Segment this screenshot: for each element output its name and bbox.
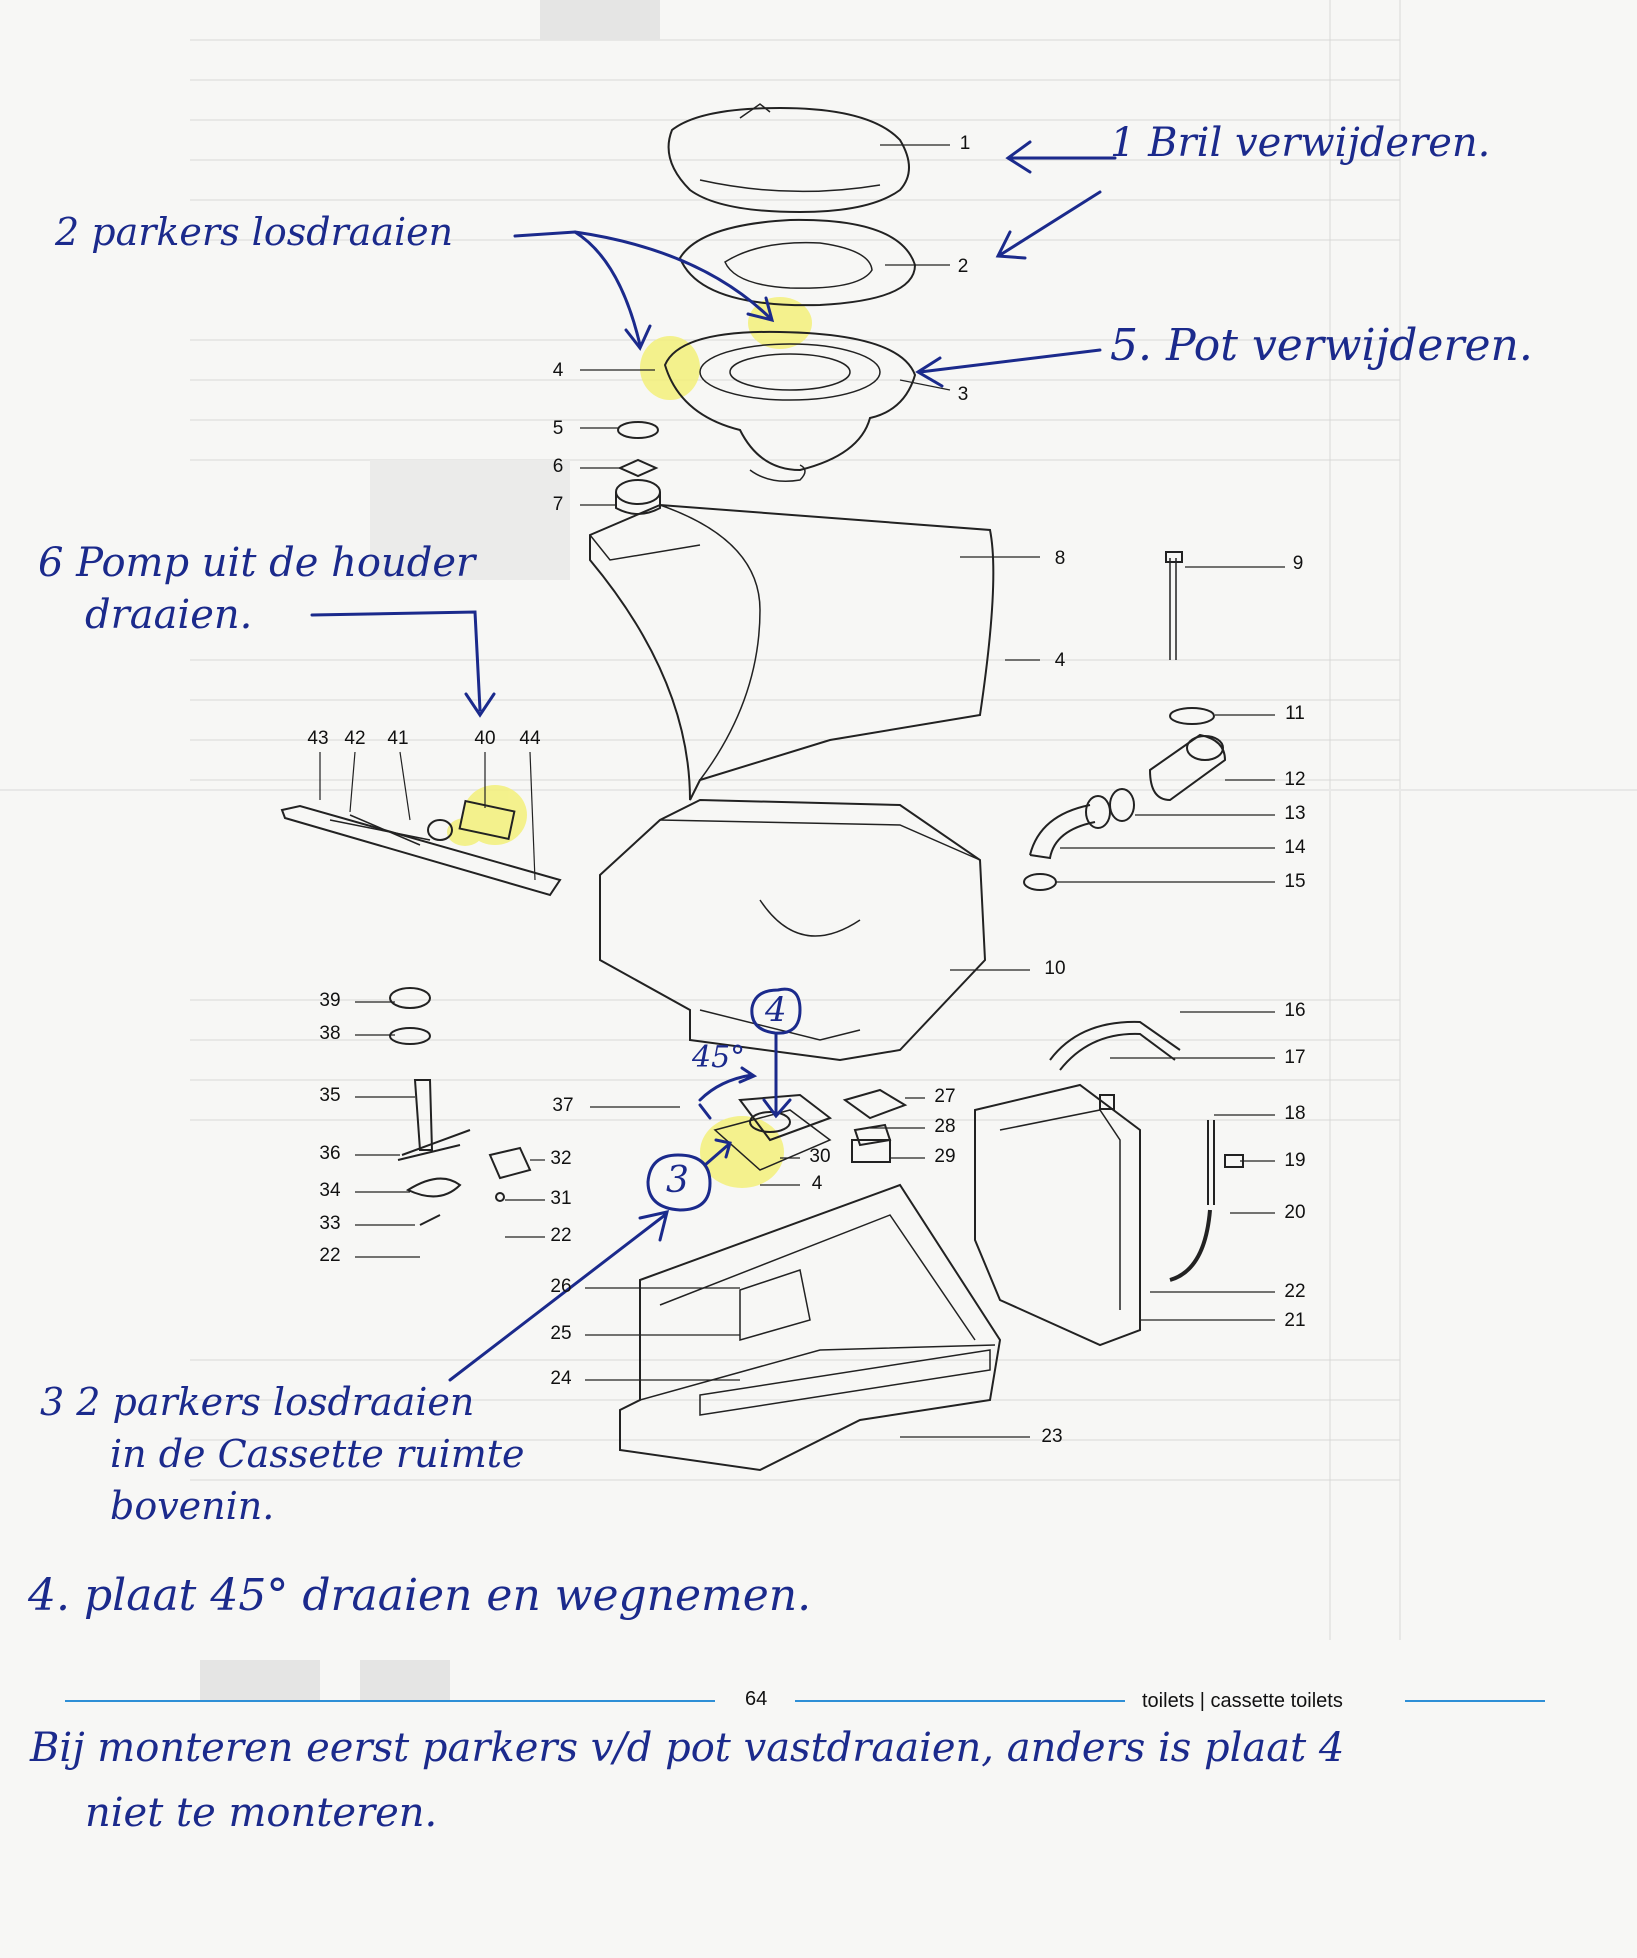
cover-part xyxy=(667,106,910,214)
part-number-22: 22 xyxy=(1284,1281,1306,1302)
arrow-step3-to-screws xyxy=(703,1138,732,1167)
pump-assembly xyxy=(280,804,562,897)
part-number-38: 38 xyxy=(319,1023,341,1044)
part-number-14: 14 xyxy=(1284,837,1306,858)
circle-step3 xyxy=(646,1153,712,1212)
highlight-screw-top xyxy=(748,297,812,349)
arrow-step1-to-seat xyxy=(995,190,1102,260)
page-number: 64 xyxy=(745,1688,768,1710)
part-number-3: 3 xyxy=(957,384,969,405)
annotation-circle3: 3 xyxy=(666,1160,689,1201)
part-number-33: 33 xyxy=(319,1213,341,1234)
part-number-22: 22 xyxy=(319,1245,341,1266)
part-number-22: 22 xyxy=(550,1225,572,1246)
highlight-screws-plate xyxy=(700,1116,784,1188)
arrow-step4-down xyxy=(762,1033,792,1119)
arrow-step2-b xyxy=(573,230,775,323)
part-number-20: 20 xyxy=(1284,1202,1306,1223)
part-number-39: 39 xyxy=(319,990,341,1011)
annotation-step1: 1 Bril verwijderen. xyxy=(1110,120,1491,166)
part-number-16: 16 xyxy=(1284,1000,1306,1021)
part-number-23: 23 xyxy=(1041,1426,1063,1447)
part-number-37: 37 xyxy=(552,1095,574,1116)
part-number-40: 40 xyxy=(474,728,496,749)
part-number-31: 31 xyxy=(550,1188,572,1209)
part-number-8: 8 xyxy=(1054,548,1066,569)
bowl-part xyxy=(663,330,917,472)
part-number-10: 10 xyxy=(1044,958,1066,979)
pcb-cover-part xyxy=(974,1083,1141,1347)
part-number-24: 24 xyxy=(550,1368,572,1389)
part-number-32: 32 xyxy=(550,1148,572,1169)
part-number-15: 15 xyxy=(1284,871,1306,892)
part-number-1: 1 xyxy=(959,133,971,154)
part-number-2: 2 xyxy=(957,256,969,277)
rotation-arc xyxy=(698,1066,758,1102)
part-number-18: 18 xyxy=(1284,1103,1306,1124)
part-number-17: 17 xyxy=(1284,1047,1306,1068)
annotation-step5: 5. Pot verwijderen. xyxy=(1110,320,1533,371)
part-number-13: 13 xyxy=(1284,803,1306,824)
arrow-step2-a xyxy=(513,230,652,351)
annotation-step3-line2: in de Cassette ruimte xyxy=(110,1432,525,1476)
footer-rule xyxy=(65,1700,1545,1702)
arrow-step5-to-bowl xyxy=(915,348,1102,388)
assembly-note-line2: niet te monteren. xyxy=(85,1790,438,1836)
annotation-circle4: 4 xyxy=(765,990,787,1030)
annotation-step2: 2 parkers losdraaien xyxy=(55,210,454,254)
arrow-step6-to-pump xyxy=(310,610,496,718)
annotation-step6-line2: draaien. xyxy=(85,592,253,638)
arrow-step3-from-text xyxy=(448,1210,670,1382)
part-number-21: 21 xyxy=(1284,1310,1306,1331)
base-frame-part xyxy=(619,1183,1002,1472)
part-number-34: 34 xyxy=(319,1180,341,1201)
part-number-26: 26 xyxy=(550,1276,572,1297)
circle-step4 xyxy=(750,987,802,1035)
part-number-25: 25 xyxy=(550,1323,572,1344)
annotation-step6-line1: 6 Pomp uit de houder xyxy=(38,540,476,586)
annotation-step3-line1: 3 2 parkers losdraaien xyxy=(40,1380,475,1424)
annotation-step3-line3: bovenin. xyxy=(110,1484,275,1528)
part-number-6: 6 xyxy=(552,456,564,477)
part-number-41: 41 xyxy=(387,728,409,749)
highlight-screw-left xyxy=(640,336,700,400)
part-number-43: 43 xyxy=(307,728,329,749)
part-number-4: 4 xyxy=(552,360,564,381)
part-number-11: 11 xyxy=(1285,703,1305,724)
highlight-pump-2 xyxy=(447,818,483,846)
tank-part xyxy=(599,798,987,1062)
arrow-step1-to-cover xyxy=(1005,140,1117,174)
part-number-5: 5 xyxy=(552,418,564,439)
part-number-4: 4 xyxy=(1054,650,1066,671)
section-title: toilets | cassette toilets xyxy=(1142,1690,1343,1712)
cosmetic-cover-part xyxy=(589,503,995,801)
part-number-4: 4 xyxy=(811,1173,823,1194)
part-number-27: 27 xyxy=(934,1086,956,1107)
part-number-35: 35 xyxy=(319,1085,341,1106)
part-number-9: 9 xyxy=(1292,553,1304,574)
part-number-42: 42 xyxy=(344,728,366,749)
part-number-28: 28 xyxy=(934,1116,956,1137)
part-number-36: 36 xyxy=(319,1143,341,1164)
part-number-29: 29 xyxy=(934,1146,956,1167)
part-number-30: 30 xyxy=(809,1146,831,1167)
part-number-12: 12 xyxy=(1284,769,1306,790)
assembly-note-line1: Bij monteren eerst parkers v/d pot vastd… xyxy=(30,1725,1345,1771)
annotation-step4: 4. plaat 45° draaien en wegnemen. xyxy=(28,1570,812,1621)
rotation-arc-2 xyxy=(698,1103,712,1120)
part-number-7: 7 xyxy=(552,494,564,515)
part-number-19: 19 xyxy=(1284,1150,1306,1171)
annotation-angle: 45° xyxy=(692,1040,746,1075)
part-number-44: 44 xyxy=(519,728,541,749)
